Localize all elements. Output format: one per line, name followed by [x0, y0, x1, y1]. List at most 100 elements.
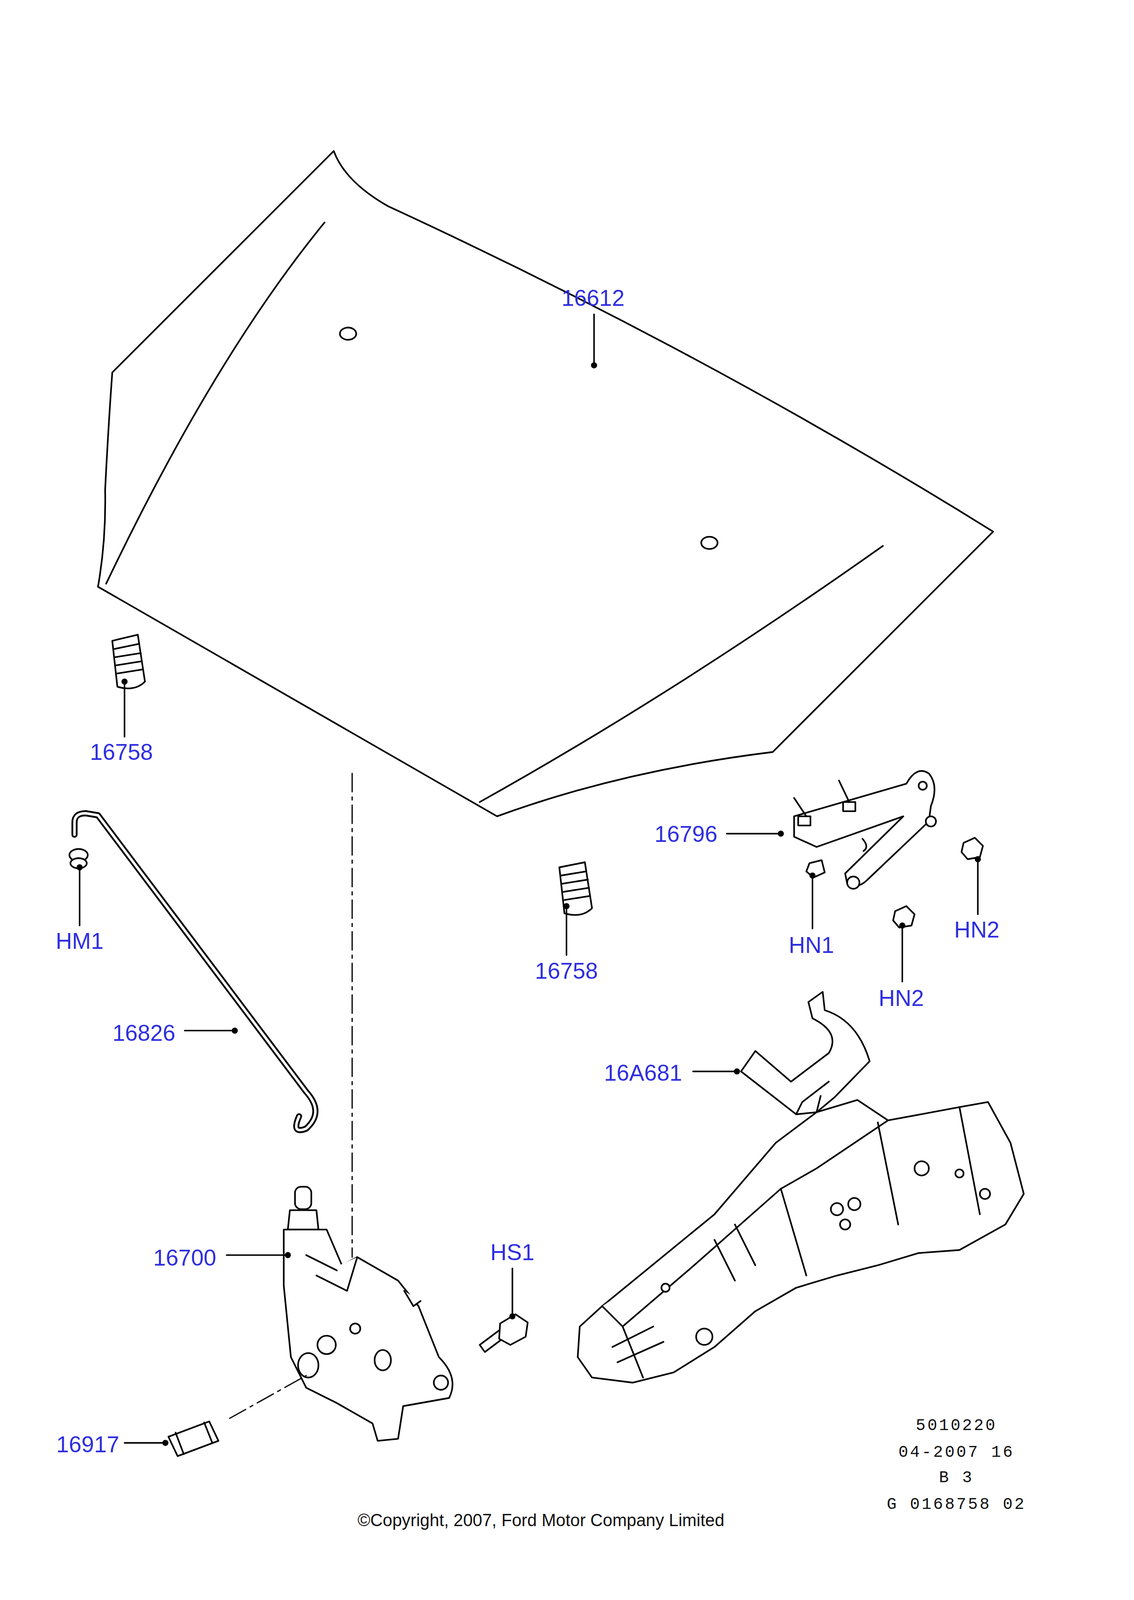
drawing-stroke — [121, 678, 128, 686]
drawing-stroke — [661, 1283, 670, 1292]
callout-number: 16826 — [112, 1021, 176, 1045]
drawing-stroke — [955, 1169, 964, 1178]
drawing-stroke — [106, 222, 325, 584]
drawing-stroke — [777, 830, 785, 837]
drawing-stroke — [74, 813, 316, 1130]
drawing-stroke — [794, 780, 850, 817]
drawing-stroke — [862, 838, 867, 851]
drawing-stroke — [561, 871, 590, 900]
drawing-stroke — [565, 906, 568, 956]
drawing-stroke — [901, 925, 903, 982]
drawing-stroke — [563, 902, 570, 910]
drawing-stroke — [899, 922, 906, 929]
drawing-stroke — [284, 1251, 292, 1259]
centre-line — [351, 773, 353, 1257]
drawing-code: 5010220 — [915, 1417, 997, 1434]
drawing-stroke — [76, 863, 83, 871]
centre-line — [229, 1375, 307, 1419]
drawing-stroke — [741, 991, 870, 1115]
drawing-stroke — [433, 1375, 449, 1390]
drawing-stroke — [226, 1254, 288, 1256]
callout-number: 16A681 — [603, 1061, 682, 1085]
callout-number: 16612 — [561, 286, 625, 310]
drawing-stroke — [559, 862, 593, 915]
drawing-stroke — [798, 816, 811, 826]
drawing-code: B 3 — [939, 1469, 975, 1487]
leader-line — [79, 314, 979, 1443]
callout-number: HM1 — [55, 929, 104, 953]
drawing-stroke — [695, 1328, 713, 1345]
drawing-stroke — [811, 875, 814, 929]
drawing-stroke — [914, 1161, 930, 1176]
drawing-stroke — [479, 545, 884, 802]
drawing-stroke — [317, 1335, 337, 1355]
drawing-stroke — [112, 634, 145, 689]
body-rail — [577, 1100, 1024, 1383]
drawing-stroke — [918, 781, 927, 790]
leader-dot — [76, 361, 981, 1446]
drawing-stroke — [794, 770, 935, 886]
callout-number: 16917 — [56, 1433, 120, 1456]
drawing-stroke — [511, 1268, 513, 1317]
drawing-stroke — [847, 876, 860, 889]
drawing-stroke — [577, 1100, 1024, 1383]
callout-number: HN1 — [788, 933, 835, 957]
drawing-stroke — [622, 1106, 980, 1378]
bonnet-panel — [97, 150, 994, 816]
drawing-stroke — [509, 1312, 516, 1320]
drawing-stroke — [287, 1210, 319, 1230]
drawing-stroke — [124, 1442, 166, 1444]
drawing-stroke — [806, 859, 826, 878]
drawing-stroke — [294, 1186, 312, 1210]
callout-number: 16796 — [654, 822, 718, 846]
drawing-stroke — [733, 1068, 741, 1075]
drawing-stroke — [374, 1349, 391, 1371]
drawing-stroke — [843, 801, 856, 811]
drawing-stroke — [231, 1027, 238, 1034]
drawing-stroke — [283, 1229, 453, 1441]
bonnet-stay-rod — [69, 813, 316, 1130]
drawing-stroke — [184, 1029, 235, 1032]
bonnet-latch — [283, 1186, 453, 1441]
callout-number: 16758 — [90, 740, 154, 764]
drawing-stroke — [114, 643, 143, 674]
drawing-stroke — [78, 867, 81, 926]
callout-number: 16700 — [153, 1246, 217, 1270]
drawing-stroke — [726, 832, 781, 835]
copyright-note: ©Copyright, 2007, Ford Motor Company Lim… — [357, 1511, 724, 1529]
drawing-stroke — [974, 855, 982, 863]
drawing-stroke — [830, 1202, 844, 1216]
callout-number: 16758 — [535, 959, 599, 983]
drawing-stroke — [74, 813, 316, 1130]
drawing-stroke — [590, 361, 598, 369]
drawing-stroke — [701, 536, 718, 550]
drawing-stroke — [977, 858, 979, 915]
drawing-stroke — [602, 1120, 888, 1327]
drawing-stroke — [306, 1254, 358, 1291]
drawing-stroke — [925, 816, 937, 827]
drawing-stroke — [123, 681, 126, 737]
drawing-stroke — [979, 1188, 991, 1199]
drawing-stroke — [839, 1219, 851, 1230]
drawing-code: G 0168758 02 — [886, 1496, 1026, 1513]
drawing-stroke — [175, 1422, 213, 1454]
drawing-stroke — [97, 150, 994, 816]
drawing-stroke — [350, 1323, 361, 1334]
drawing-stroke — [168, 1421, 219, 1457]
drawing-stroke — [612, 1224, 756, 1362]
hinge-nut — [806, 837, 984, 928]
drawing-code: 04-2007 16 — [898, 1444, 1015, 1461]
drawing-stroke — [162, 1439, 169, 1446]
callout-number: HN2 — [878, 986, 924, 1010]
bonnet-hinge — [794, 770, 937, 889]
bolt — [479, 1313, 528, 1352]
drawing-stroke — [961, 837, 983, 859]
drawing-stroke — [593, 314, 595, 366]
drawing-stroke — [404, 1290, 421, 1307]
callout-number: HN2 — [954, 918, 1000, 941]
drawing-stroke — [693, 1070, 738, 1072]
callout-number: HS1 — [490, 1240, 535, 1264]
drawing-stroke — [339, 327, 357, 340]
